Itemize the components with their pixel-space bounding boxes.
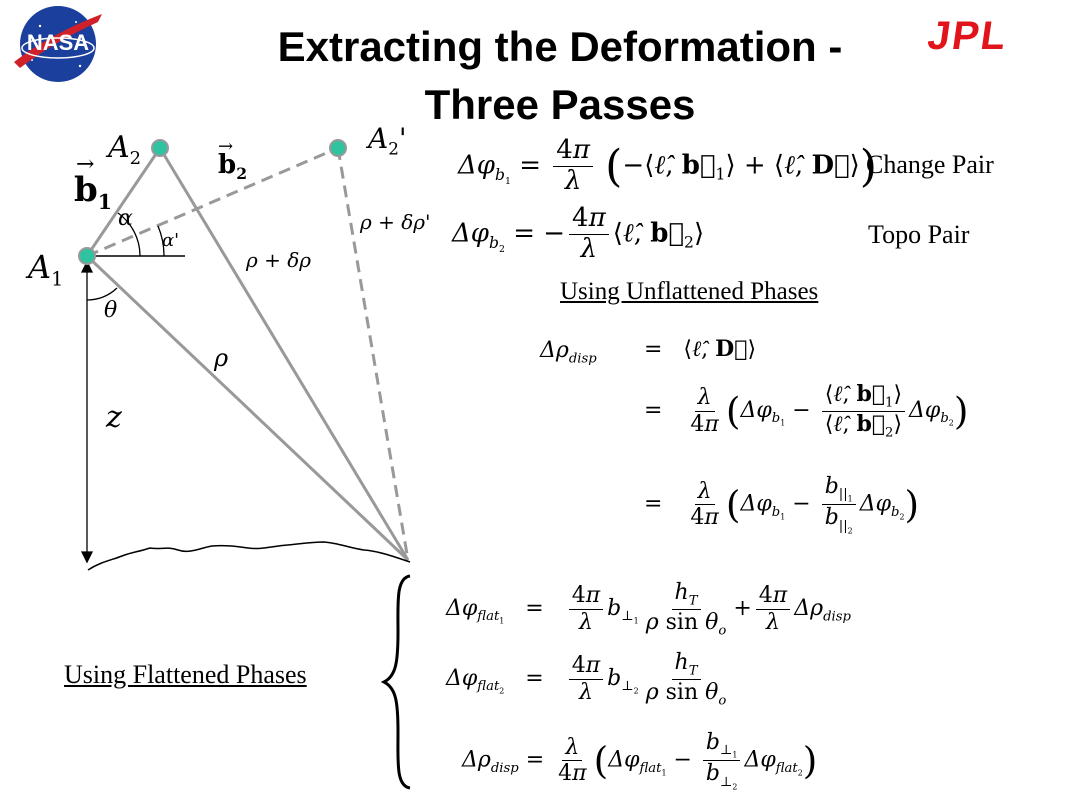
range-rho-drho-line: [158, 147, 410, 561]
change-pair-label: Change Pair: [866, 150, 994, 179]
baseline-b2-line: [86, 146, 339, 258]
unflattened-heading: Using Unflattened Phases: [560, 278, 819, 305]
ground-terrain-line: [87, 541, 411, 571]
nasa-logo-text: NASA: [26, 30, 90, 55]
point-a2-prime-dot: [329, 139, 347, 157]
angle-theta-label: θ: [104, 298, 118, 323]
angle-theta-arc: [86, 287, 118, 301]
page-title: Extracting the Deformation - Three Passe…: [180, 18, 940, 134]
nasa-logo: NASA: [10, 4, 106, 84]
range-rho-label: ρ: [214, 344, 229, 372]
title-line-2: Three Passes: [424, 81, 696, 128]
angle-alpha-arc: [117, 212, 141, 257]
range-rho-line: [85, 254, 410, 562]
baseline-b1-label: → b1: [74, 152, 112, 214]
grouping-brace: [380, 574, 411, 790]
angle-alpha-prime-label: α': [162, 230, 180, 251]
point-a2-label: A2: [108, 130, 142, 169]
angle-alpha-label: α: [118, 206, 133, 231]
title-line-1: Extracting the Deformation -: [277, 23, 843, 70]
point-a1-dot: [78, 247, 96, 265]
point-a1-label: A1: [28, 248, 64, 291]
range-rho-drho-prime-label: ρ + δρ': [360, 210, 431, 234]
unflattened-eq-line-1-rhs: = ⟨ℓ̂, D⃗⟩: [644, 336, 757, 362]
unflattened-eq-line-1: Δρdisp: [540, 338, 597, 367]
point-a2-prime-label: A2': [368, 122, 407, 159]
baseline-b2-label: → b2: [218, 136, 248, 184]
height-z-label: z: [106, 400, 122, 435]
range-rho-drho-label: ρ + δρ: [246, 248, 312, 272]
baseline-b1-line: [85, 147, 162, 257]
point-a2-dot: [151, 139, 169, 157]
flattened-heading: Using Flattened Phases: [64, 660, 307, 689]
height-arrow: [80, 260, 94, 564]
angle-alpha-prime-arc: [157, 225, 165, 257]
topo-pair-label: Topo Pair: [868, 220, 970, 249]
range-rho-drho-prime-line: [336, 147, 410, 561]
